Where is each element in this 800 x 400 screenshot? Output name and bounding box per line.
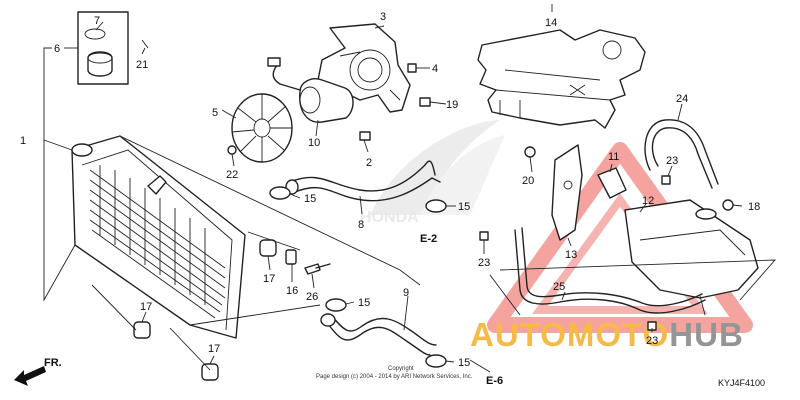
callout-15d: 15	[458, 357, 470, 369]
part-14-radiator-shroud	[477, 29, 646, 129]
callout-6: 6	[54, 43, 60, 55]
part-24-overflow-tube	[644, 119, 719, 189]
radiator-core-fins	[89, 165, 226, 319]
callout-26: 26	[306, 291, 318, 303]
callout-12: 12	[642, 195, 654, 207]
copyright-line-2: Page design (c) 2004 - 2014 by ARI Netwo…	[316, 374, 473, 380]
part-9-lower-hose	[320, 313, 437, 356]
part-17-grommet-c	[201, 363, 219, 381]
callout-22: 22	[226, 169, 238, 181]
part-15-clip-c	[325, 298, 347, 312]
callout-23c: 23	[646, 335, 658, 347]
callout-25: 25	[553, 281, 565, 293]
part-15-clip-b	[425, 199, 447, 213]
callout-19: 19	[446, 99, 458, 111]
callout-14: 14	[545, 17, 557, 29]
radiator-cap	[87, 51, 113, 77]
callout-2: 2	[366, 157, 372, 169]
part-1-radiator	[71, 135, 246, 339]
part-6-cap-assembly	[77, 11, 149, 85]
radiator-filler-neck	[71, 143, 93, 157]
part-23-clamp-a	[479, 231, 489, 241]
callout-5: 5	[212, 107, 218, 119]
callout-9: 9	[403, 287, 409, 299]
callout-labels: 1 2 3 4 5 6 7 8 9 10 11 12 13 14 15 15 1…	[20, 11, 760, 369]
svg-text:AUTOMOTOHUB: AUTOMOTOHUB	[470, 316, 744, 353]
front-arrow-icon: FR.	[14, 357, 62, 386]
part-15-clip-a	[269, 186, 291, 200]
part-21-screw	[141, 39, 149, 49]
part-19-bolt	[419, 97, 431, 107]
callout-21: 21	[136, 59, 148, 71]
part-15-clip-d	[425, 354, 447, 368]
callout-8: 8	[358, 219, 364, 231]
callout-20: 20	[522, 175, 534, 187]
honda-wing-logo: HONDA	[360, 120, 505, 226]
part-10-fan-motor	[267, 57, 354, 123]
callout-16: 16	[286, 285, 298, 297]
callout-1: 1	[20, 135, 26, 147]
callout-23a: 23	[478, 257, 490, 269]
leader-lines	[43, 4, 777, 371]
ref-e6: E-6	[486, 375, 503, 387]
front-arrow-label: FR.	[44, 357, 62, 369]
part-17-grommet-a	[259, 239, 277, 257]
callout-10: 10	[308, 137, 320, 149]
callout-15b: 15	[458, 201, 470, 213]
callout-24: 24	[676, 93, 688, 105]
part-7-o-ring	[84, 28, 106, 40]
part-23-clamp-b	[661, 175, 671, 185]
honda-logo-text: HONDA	[360, 209, 419, 226]
part-26-bolt	[304, 263, 331, 275]
watermark-text-auto: AUTOMOTO	[470, 316, 669, 353]
part-17-grommet-b	[133, 321, 151, 339]
part-12-reserve-tank	[624, 199, 759, 316]
part-13-reserve-tank-bracket	[551, 144, 583, 241]
callout-17a: 17	[263, 273, 275, 285]
copyright-line-1: Copyright	[388, 366, 414, 372]
reserve-tank-cap	[695, 208, 717, 220]
diagram-code: KYJ4F4100	[718, 378, 765, 388]
callout-15a: 15	[304, 193, 316, 205]
callout-11: 11	[608, 151, 619, 163]
radiator-bracket	[147, 175, 167, 195]
part-25-siphon-tube	[514, 227, 706, 314]
callout-17b: 17	[140, 301, 152, 313]
part-5-cooling-fan	[231, 93, 293, 163]
callout-17c: 17	[208, 343, 220, 355]
part-18-bolt	[722, 199, 734, 211]
callout-3: 3	[380, 11, 386, 23]
watermark-text-hub: HUB	[669, 316, 744, 353]
callout-7: 7	[94, 15, 100, 27]
part-16-collar	[285, 249, 297, 265]
callout-18: 18	[748, 201, 760, 213]
part-22-bolt	[227, 145, 237, 155]
callout-13: 13	[565, 249, 577, 261]
ref-e2: E-2	[420, 233, 437, 245]
callout-15c: 15	[358, 297, 370, 309]
callout-23b: 23	[666, 155, 678, 167]
ref-e6-leader	[469, 359, 491, 373]
part-20-bolt	[524, 146, 536, 158]
part-4-bolt	[407, 63, 417, 73]
callout-4: 4	[432, 63, 438, 75]
part-2-bolt	[359, 131, 371, 141]
